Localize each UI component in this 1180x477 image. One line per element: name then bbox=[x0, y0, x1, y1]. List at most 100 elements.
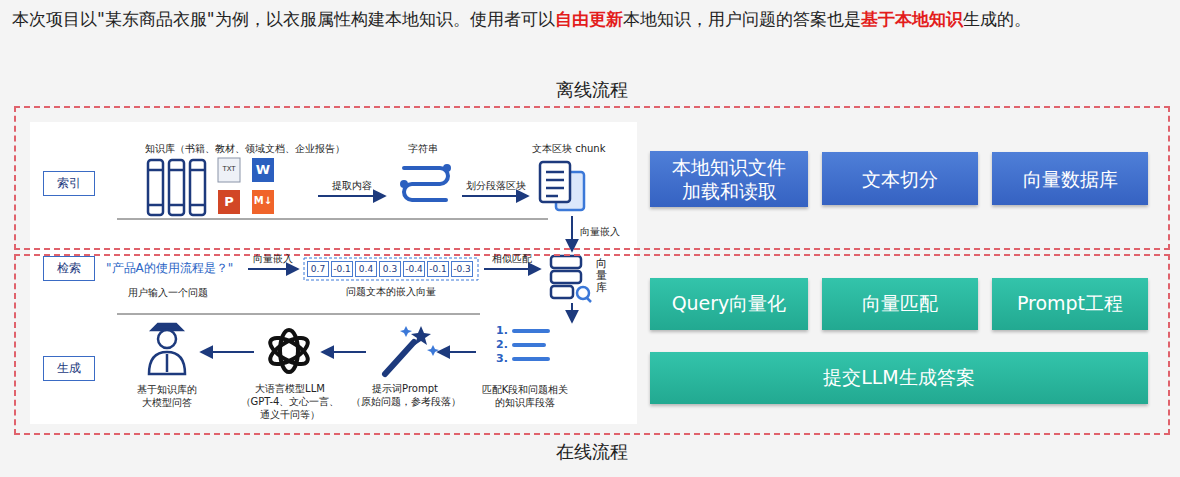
llm-logo bbox=[266, 333, 311, 370]
online-step-box: 提交LLM生成答案 bbox=[650, 352, 1148, 404]
vector-cell: 0.3 bbox=[379, 261, 401, 277]
picture-label: 相似匹配 bbox=[484, 253, 540, 266]
books-icon bbox=[169, 169, 184, 172]
box-text: Prompt工程 bbox=[1017, 291, 1123, 317]
llm-logo bbox=[266, 330, 311, 372]
llm-logo bbox=[266, 333, 311, 370]
vertical-label: 向量库 bbox=[596, 258, 607, 294]
flow-arrow bbox=[438, 351, 476, 353]
picture-label: （GPT-4、文心一言、通义千问等） bbox=[238, 396, 342, 421]
intro-text: 本地知识，用户问题的答案也是 bbox=[623, 9, 861, 29]
vector-db-icon bbox=[551, 286, 573, 298]
string-icon bbox=[404, 168, 448, 200]
wand-icon bbox=[411, 326, 431, 345]
intro-text: 本次项目以"某东商品衣服"为例，以衣服属性构建本地知识。使用者可以 bbox=[12, 9, 555, 29]
picture-label: 提取内容 bbox=[322, 180, 382, 193]
person-icon bbox=[158, 330, 176, 348]
separator-line bbox=[117, 219, 548, 220]
vector-db-icon bbox=[577, 287, 589, 299]
offline-step-box: 向量数据库 bbox=[992, 152, 1148, 205]
llm-logo bbox=[280, 330, 298, 372]
online-step-box: 向量匹配 bbox=[822, 278, 978, 330]
vector-cell: 0.4 bbox=[355, 261, 377, 277]
box-text: 检索 bbox=[57, 260, 81, 277]
offline-step-box: 本地知识文件 加载和读取 bbox=[650, 151, 808, 207]
box-text: 向量数据库 bbox=[1023, 167, 1118, 191]
picture-label: 向量嵌入 bbox=[580, 226, 620, 239]
picture-ground bbox=[30, 122, 637, 424]
box-text: -0.3 bbox=[453, 262, 471, 276]
box-text: Query向量化 bbox=[672, 291, 787, 317]
box-text: -0.4 bbox=[405, 262, 423, 276]
vector-cell: -0.4 bbox=[403, 261, 425, 277]
region-heading: 离线流程 bbox=[16, 78, 1168, 102]
icon-label: 3. bbox=[496, 352, 508, 366]
box-text: 0.4 bbox=[359, 262, 373, 276]
file-icons bbox=[218, 158, 240, 182]
highlight-text: 基于本地知识 bbox=[861, 9, 963, 29]
intro-paragraph: 本次项目以"某东商品衣服"为例，以衣服属性构建本地知识。使用者可以自由更新本地知… bbox=[12, 4, 1170, 34]
picture-label: 向量嵌入 bbox=[248, 253, 298, 266]
flow-arrow bbox=[201, 196, 572, 352]
chunk-icon bbox=[540, 162, 584, 210]
vector-cell: -0.1 bbox=[427, 261, 449, 277]
books-icon bbox=[169, 204, 184, 207]
flow-arrow bbox=[571, 216, 573, 251]
books-icon bbox=[148, 160, 205, 215]
picture-label: 划分段落区块 bbox=[458, 180, 534, 193]
vector-db-icon bbox=[587, 298, 591, 302]
vector-cell: -0.1 bbox=[331, 261, 353, 277]
list-icon bbox=[514, 331, 548, 359]
box-text: 0.7 bbox=[311, 262, 325, 276]
icon-label: M↓ bbox=[252, 195, 274, 208]
wand-icon bbox=[385, 342, 414, 374]
books-icon bbox=[148, 204, 163, 207]
person-icon bbox=[149, 352, 185, 374]
list-icon bbox=[514, 357, 548, 361]
box-text: -0.1 bbox=[333, 262, 351, 276]
wand-icon bbox=[400, 326, 412, 337]
box-text: -0.1 bbox=[429, 262, 447, 276]
file-icons bbox=[218, 190, 240, 214]
books-icon bbox=[190, 204, 205, 207]
stage-tag: 索引 bbox=[43, 171, 95, 196]
wand-icon bbox=[385, 326, 439, 374]
picture-label: （原始问题，参考段落） bbox=[348, 396, 464, 409]
box-text: 生成 bbox=[57, 360, 81, 377]
picture-label: 匹配K段和问题相关的知识库段落 bbox=[478, 384, 572, 409]
picture-label: 问题文本的嵌入向量 bbox=[336, 286, 446, 299]
box-text: 索引 bbox=[57, 175, 81, 192]
books-icon bbox=[169, 160, 184, 215]
icon-label: 2. bbox=[496, 338, 508, 352]
region-heading: 在线流程 bbox=[16, 440, 1168, 464]
flow-arrow bbox=[571, 303, 573, 322]
online-step-box: Query向量化 bbox=[650, 278, 808, 330]
string-icon bbox=[402, 166, 449, 200]
chunk-icon bbox=[546, 179, 564, 182]
picture-label: 提示词Prompt bbox=[350, 383, 460, 396]
vector-db-icon bbox=[551, 256, 581, 268]
chunk-icon bbox=[540, 162, 570, 202]
picture-label: TXT bbox=[218, 165, 240, 174]
chunk-icon bbox=[546, 195, 558, 198]
flow-arrow bbox=[201, 351, 254, 353]
stage-tag: 生成 bbox=[43, 356, 95, 381]
books-icon bbox=[148, 169, 163, 172]
picture-label: "产品A的使用流程是？" bbox=[106, 261, 233, 276]
file-icons bbox=[218, 158, 274, 214]
offline-step-box: 文本切分 bbox=[822, 152, 978, 205]
vector-frame bbox=[304, 258, 478, 280]
box-text: 文本切分 bbox=[862, 167, 938, 191]
flow-region: 在线流程Query向量化向量匹配Prompt工程提交LLM生成答案检索生成0.7… bbox=[14, 254, 1170, 435]
person-icon bbox=[166, 354, 169, 372]
box-text: 0.3 bbox=[383, 262, 397, 276]
chunk-icon bbox=[546, 187, 564, 190]
box-text: 本地知识文件 加载和读取 bbox=[667, 155, 792, 203]
picture-label: 知识库（书籍、教材、领域文档、企业报告） bbox=[145, 143, 345, 156]
string-icon bbox=[402, 182, 406, 186]
intro-text: 生成的。 bbox=[963, 9, 1031, 29]
file-icons bbox=[252, 190, 274, 214]
flow-arrow bbox=[318, 195, 385, 197]
